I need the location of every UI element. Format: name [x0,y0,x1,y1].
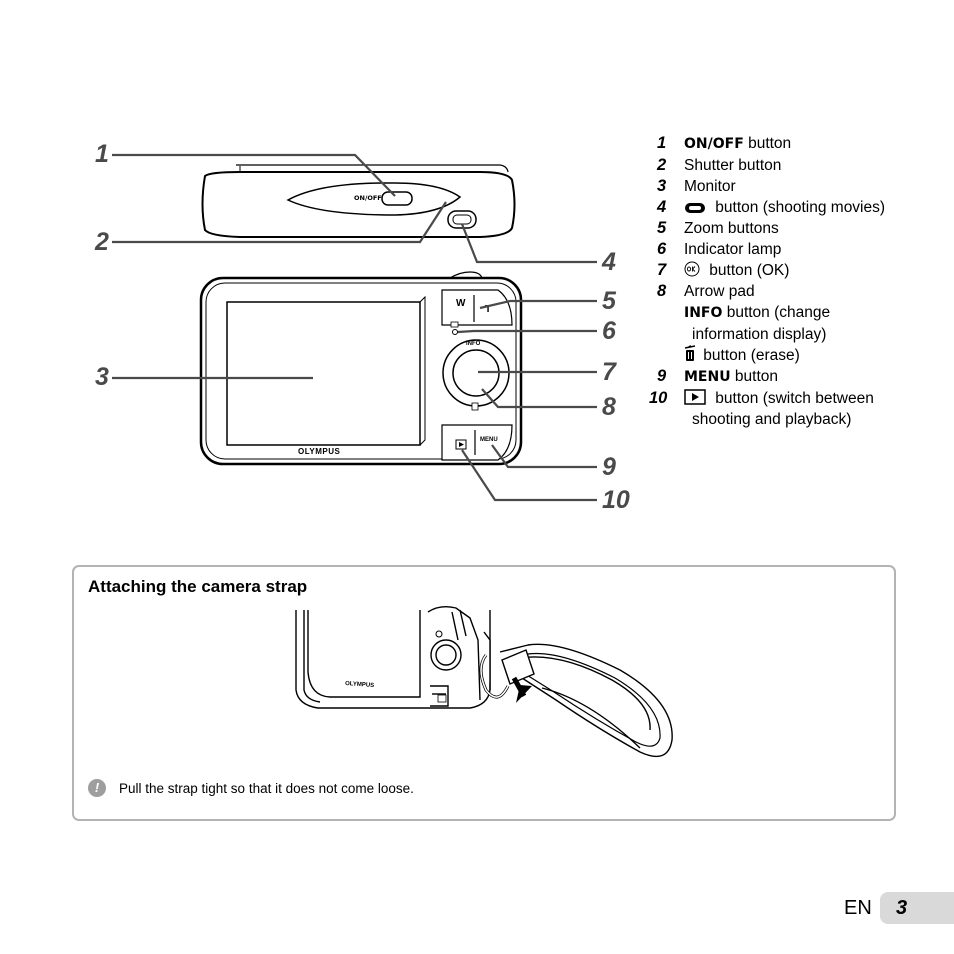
playback-icon [684,389,706,405]
legend-item-4: 4 button (shooting movies) [657,198,886,216]
legend-item-10-cont: shooting and playback) [692,411,852,428]
callout-10: 10 [602,486,630,514]
legend-item-10: 10 button (switch between [649,389,874,407]
caution-icon: ! [88,779,106,797]
trash-icon [684,345,696,361]
movie-record-icon [685,203,705,213]
callout-4: 4 [602,248,616,276]
power-label: ON/OFF [354,194,382,202]
callout-7: 7 [602,358,616,386]
legend-subitem-info: INFO button (change [684,304,831,321]
callout-3: 3 [95,363,109,391]
strap-note-text: Pull the strap tight so that it does not… [119,780,414,796]
strap-section-title: Attaching the camera strap [88,577,308,596]
callout-2: 2 [95,228,109,256]
brand-logo: OLYMPUS [298,447,341,456]
language-tag: EN [844,897,872,919]
callout-8: 8 [602,393,616,421]
zoom-w-label: W [456,298,466,309]
ok-button-icon [684,261,700,277]
strap-section: Attaching the camera strap ! Pull the st… [72,565,896,821]
legend-item-7: 7 button (OK) [657,261,790,279]
monitor-screen [226,301,421,446]
legend-subitem-info-cont: information display) [692,326,827,343]
legend-subitem-erase: button (erase) [657,345,947,366]
page-number: 3 [880,892,954,924]
info-label: INFO [466,341,481,347]
strap-note: ! Pull the strap tight so that it does n… [88,779,414,797]
callout-1: 1 [95,140,109,168]
menu-label: MENU [480,437,498,443]
zoom-t-label: T [485,304,492,315]
callout-6: 6 [602,317,616,345]
callout-5: 5 [602,287,616,315]
callout-9: 9 [602,453,616,481]
